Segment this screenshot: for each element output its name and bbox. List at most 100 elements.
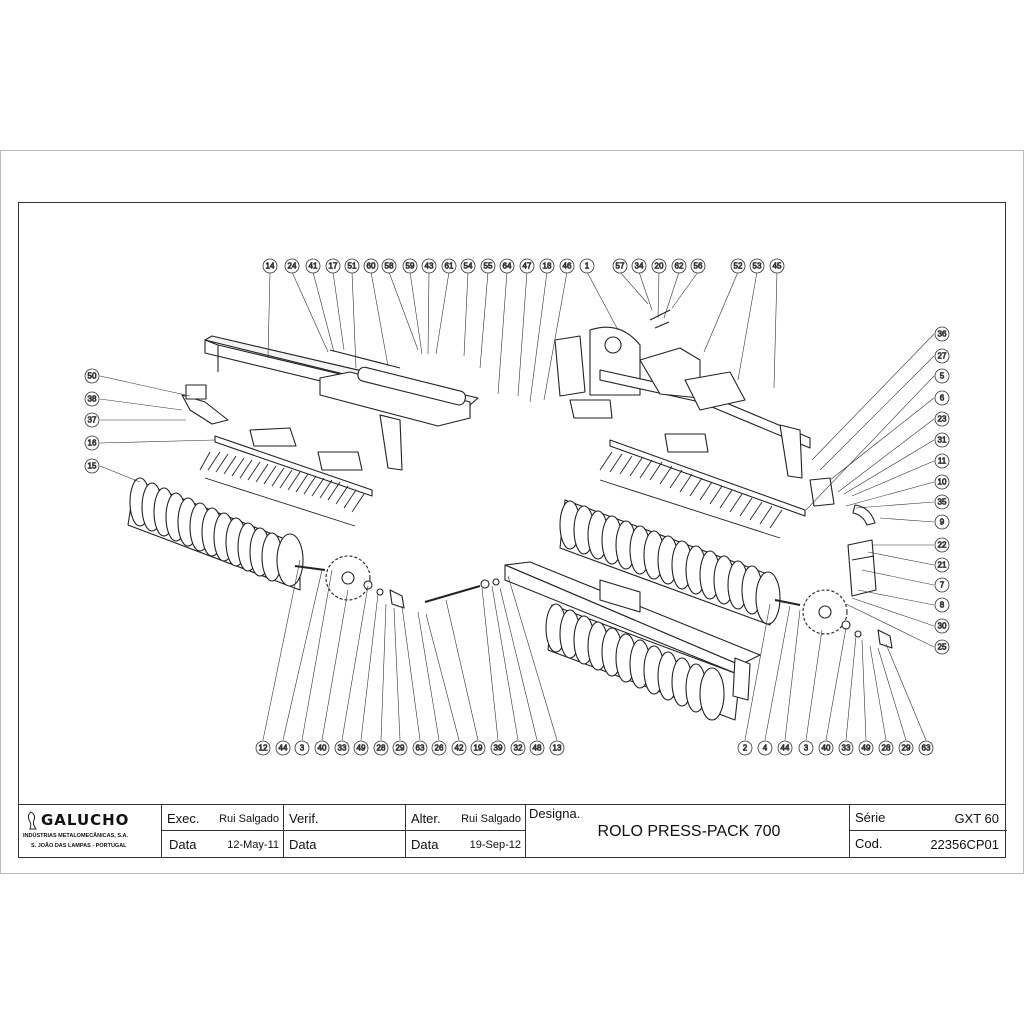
callout-top-21: 56: [690, 258, 706, 274]
callout-top-20: 62: [671, 258, 687, 274]
callout-bottom-20: 40: [818, 740, 834, 756]
svg-text:12: 12: [259, 744, 268, 753]
callout-left-3: 16: [84, 435, 100, 451]
callout-top-0: 14: [262, 258, 278, 274]
right-scraper-blades: [599, 451, 783, 539]
divider: [405, 805, 406, 857]
exec-value: Rui Salgado: [219, 813, 279, 825]
callout-bottom-5: 49: [353, 740, 369, 756]
callout-left-4: 15: [84, 458, 100, 474]
callout-top-12: 64: [499, 258, 515, 274]
title-block: GALUCHO INDÚSTRIAS METALOMECÂNICAS, S.A.…: [18, 804, 1007, 858]
svg-text:63: 63: [922, 744, 931, 753]
left-roller: [127, 477, 326, 591]
callout-top-19: 20: [651, 258, 667, 274]
svg-text:38: 38: [88, 395, 97, 404]
callout-bottom-1: 44: [275, 740, 291, 756]
callout-top-1: 24: [284, 258, 300, 274]
left-sprocket: [325, 555, 405, 609]
svg-text:48: 48: [533, 744, 542, 753]
svg-text:22: 22: [938, 541, 947, 550]
callout-bottom-23: 28: [878, 740, 894, 756]
callout-top-22: 52: [730, 258, 746, 274]
svg-text:60: 60: [367, 262, 376, 271]
svg-text:19: 19: [474, 744, 483, 753]
callout-right-5: 31: [934, 432, 950, 448]
callout-bottom-6: 28: [373, 740, 389, 756]
alter-date-label: Data: [411, 837, 439, 852]
callout-top-14: 18: [539, 258, 555, 274]
callout-top-5: 60: [363, 258, 379, 274]
divider: [161, 830, 525, 831]
right-upper-shaft: [774, 599, 801, 606]
svg-text:14: 14: [266, 262, 275, 271]
serie-label: Série: [855, 810, 886, 825]
callout-bottom-7: 29: [392, 740, 408, 756]
alter-value: Rui Salgado: [461, 813, 521, 825]
drawing-artwork: [127, 309, 893, 721]
divider: [849, 830, 1007, 831]
right-upper-roller: [559, 499, 781, 626]
callout-right-9: 9: [934, 514, 950, 530]
callout-top-16: 1: [579, 258, 595, 274]
left-frame-assembly: [181, 335, 479, 471]
company-location: S. JOÃO DAS LAMPAS - PORTUGAL: [31, 843, 127, 849]
svg-text:1: 1: [585, 262, 590, 271]
callout-right-7: 10: [934, 474, 950, 490]
svg-text:63: 63: [416, 744, 425, 753]
alter-label: Alter.: [411, 811, 441, 826]
svg-text:36: 36: [938, 330, 947, 339]
exec-label: Exec.: [167, 811, 200, 826]
callout-right-3: 6: [934, 390, 950, 406]
callout-left-0: 50: [84, 368, 100, 384]
svg-text:23: 23: [938, 415, 947, 424]
callout-bottom-9: 26: [431, 740, 447, 756]
svg-text:40: 40: [318, 744, 327, 753]
svg-text:27: 27: [938, 352, 947, 361]
callout-bottom-15: 13: [549, 740, 565, 756]
svg-text:17: 17: [329, 262, 338, 271]
svg-text:26: 26: [435, 744, 444, 753]
svg-text:29: 29: [396, 744, 405, 753]
callout-bottom-2: 3: [294, 740, 310, 756]
svg-text:29: 29: [902, 744, 911, 753]
callout-bottom-16: 2: [737, 740, 753, 756]
svg-text:37: 37: [88, 416, 97, 425]
svg-text:20: 20: [655, 262, 664, 271]
exec-date-value: 12-May-11: [227, 839, 279, 851]
callout-top-9: 61: [441, 258, 457, 274]
callout-right-13: 8: [934, 597, 950, 613]
left-scraper-blades: [199, 451, 365, 527]
callout-top-7: 59: [402, 258, 418, 274]
callout-right-12: 7: [934, 577, 950, 593]
left-scraper-bar: [214, 427, 373, 497]
callout-right-10: 22: [934, 537, 950, 553]
svg-text:43: 43: [425, 262, 434, 271]
divider: [525, 805, 526, 857]
callout-top-8: 43: [421, 258, 437, 274]
right-scraper-bar: [609, 439, 806, 517]
callout-bottom-17: 4: [757, 740, 773, 756]
svg-text:7: 7: [940, 581, 945, 590]
svg-text:49: 49: [862, 744, 871, 753]
callout-right-8: 35: [934, 494, 950, 510]
svg-text:18: 18: [543, 262, 552, 271]
galucho-logo-icon: [27, 811, 38, 830]
callout-top-4: 51: [344, 258, 360, 274]
right-side-brackets: [809, 477, 877, 597]
callout-right-14: 30: [934, 618, 950, 634]
callout-right-2: 5: [934, 368, 950, 384]
callout-top-17: 57: [612, 258, 628, 274]
callout-top-15: 46: [559, 258, 575, 274]
callout-top-11: 55: [480, 258, 496, 274]
svg-text:11: 11: [938, 457, 947, 466]
callout-bottom-14: 48: [529, 740, 545, 756]
callout-right-0: 36: [934, 326, 950, 342]
svg-text:49: 49: [357, 744, 366, 753]
callout-bottom-11: 19: [470, 740, 486, 756]
callout-left-1: 38: [84, 391, 100, 407]
divider: [283, 805, 284, 857]
svg-text:61: 61: [445, 262, 454, 271]
